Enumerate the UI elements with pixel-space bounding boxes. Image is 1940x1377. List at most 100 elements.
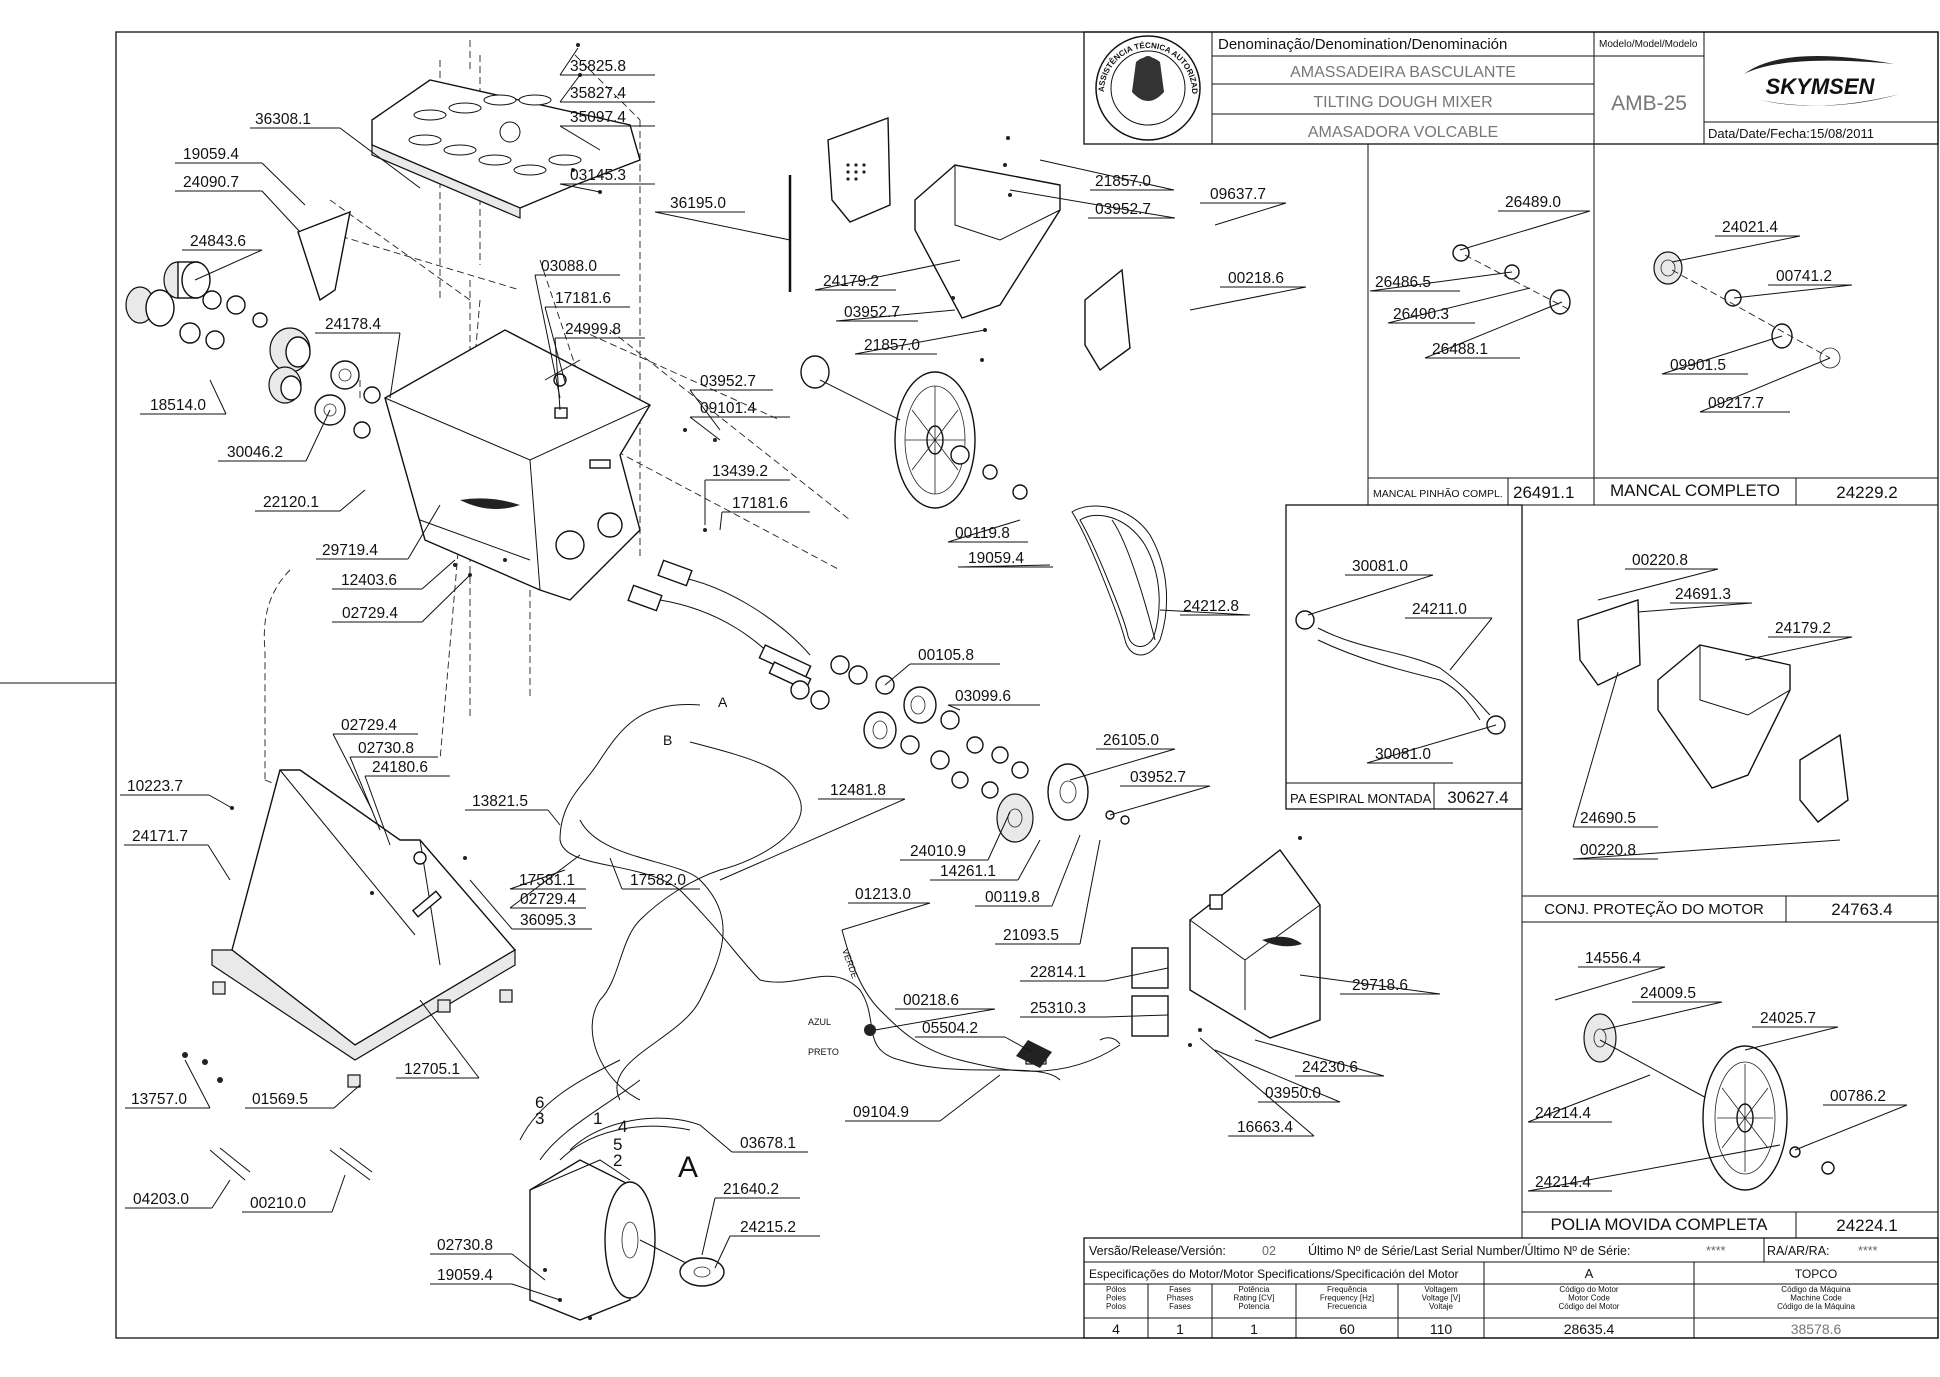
- leader-line: [559, 74, 581, 103]
- motor-code-label: Motor Code: [1568, 1294, 1610, 1303]
- wire-number: 5: [613, 1135, 622, 1154]
- part-number-label: 01569.5: [252, 1091, 308, 1108]
- part-number-label: 13757.0: [131, 1091, 187, 1108]
- leader-line: [1597, 568, 1719, 601]
- leader-line: [209, 379, 227, 415]
- part-number-label: 24178.4: [325, 316, 381, 333]
- part-number-label: 24999.8: [565, 321, 621, 338]
- part-number-label: 05504.2: [922, 1020, 978, 1037]
- part-number-label: 03145.3: [570, 167, 626, 184]
- part-number-label: 10223.7: [127, 778, 183, 795]
- part-number-label: 24090.7: [183, 174, 239, 191]
- part-number-label: 09901.5: [1670, 357, 1726, 374]
- part-number-label: 24214.4: [1535, 1105, 1591, 1122]
- detail-driven-pulley: [1583, 1013, 1835, 1191]
- leader-line: [559, 47, 579, 76]
- model-header: Modelo/Model/Modelo: [1599, 39, 1698, 50]
- part-number-label: 00218.6: [903, 992, 959, 1009]
- part-number-label: 09101.4: [700, 400, 756, 417]
- detail-spiral-arm: [1295, 610, 1506, 735]
- wire-number: 4: [618, 1117, 627, 1136]
- fasteners: [230, 43, 1302, 1320]
- part-number-label: 29718.6: [1352, 977, 1408, 994]
- leader-line: [1039, 159, 1175, 191]
- part-number-label: 22120.1: [263, 494, 319, 511]
- wire-label-verde: VERDE: [840, 947, 860, 980]
- spec-column-label: Voltagem: [1424, 1285, 1458, 1294]
- part-number-label: 17582.0: [630, 872, 686, 889]
- leader-line: [1366, 724, 1497, 764]
- spec-column-label: Potência: [1238, 1285, 1270, 1294]
- part-number-label: 30046.2: [227, 444, 283, 461]
- wire-label-azul: AZUL: [808, 1017, 831, 1027]
- part-number-label: 12481.8: [830, 782, 886, 799]
- leader-line: [957, 564, 1051, 568]
- part-number-label: 17181.6: [555, 290, 611, 307]
- machine-code-column-header: TOPCO: [1795, 1267, 1837, 1281]
- leader-line: [1199, 1037, 1315, 1137]
- part-number-label: 02729.4: [520, 891, 576, 908]
- part-number-label: 19059.4: [968, 550, 1024, 567]
- part-number-label: 03678.1: [740, 1135, 796, 1152]
- seal-text: ASSISTÊNCIA TÉCNICA AUTORIZADA: [0, 0, 1199, 94]
- leader-line: [1109, 785, 1211, 816]
- leader-line: [714, 1235, 731, 1269]
- subassembly-code: 24224.1: [1836, 1216, 1897, 1235]
- leader-line: [1159, 609, 1251, 616]
- subassembly-code: 26491.1: [1513, 483, 1574, 502]
- leader-line: [609, 857, 623, 890]
- leader-line: [1733, 284, 1853, 299]
- leader-line: [835, 309, 956, 322]
- leader-line: [1004, 1036, 1033, 1053]
- part-number-label: 26488.1: [1432, 341, 1488, 358]
- leader-line: [547, 809, 561, 826]
- leader-line: [534, 274, 561, 399]
- leader-line: [184, 1059, 211, 1109]
- leader-line: [331, 1174, 346, 1213]
- leader-line: [699, 1124, 733, 1153]
- part-number-label: 35827.4: [570, 85, 626, 102]
- wire-number: 1: [593, 1109, 602, 1128]
- part-number-label: 35825.8: [570, 58, 626, 75]
- part-number-label: 02730.8: [358, 740, 414, 757]
- leader-line: [1069, 748, 1176, 781]
- part-number-label: 02729.4: [342, 605, 398, 622]
- leader-line: [987, 811, 1011, 861]
- wire-label-b: B: [663, 732, 672, 748]
- ra-value: ****: [1858, 1244, 1878, 1258]
- part-number-label: 24009.5: [1640, 985, 1696, 1002]
- part-number-label: 26489.0: [1505, 194, 1561, 211]
- leader-line: [1369, 271, 1513, 292]
- spec-column-label: Fases: [1169, 1302, 1191, 1311]
- spec-column-label: Rating [CV]: [1234, 1294, 1275, 1303]
- part-number-label: 24691.3: [1675, 586, 1731, 603]
- part-number-label: 13439.2: [712, 463, 768, 480]
- leader-line: [339, 127, 421, 189]
- part-number-label: 00220.8: [1632, 552, 1688, 569]
- part-number-label: 26490.3: [1393, 306, 1449, 323]
- part-number-label: 18514.0: [150, 397, 206, 414]
- part-number-label: 21093.5: [1003, 927, 1059, 944]
- part-number-label: 09104.9: [853, 1104, 909, 1121]
- part-number-label: 36195.0: [670, 195, 726, 212]
- version-label: Versão/Release/Versión:: [1089, 1244, 1226, 1258]
- leader-line: [1572, 671, 1619, 828]
- spec-value: 60: [1339, 1321, 1355, 1337]
- date-label: Data/Date/Fecha:15/08/2011: [1708, 126, 1874, 141]
- part-number-label: 00786.2: [1830, 1088, 1886, 1105]
- leader-line: [389, 332, 401, 399]
- leader-line: [689, 389, 721, 431]
- part-number-label: 03952.7: [1130, 769, 1186, 786]
- drawing-frame: [115, 31, 1939, 1339]
- part-number-label: 26105.0: [1103, 732, 1159, 749]
- part-number-label: 19059.4: [437, 1267, 493, 1284]
- brand-logo: SKYMSEN: [1744, 56, 1900, 106]
- leader-line: [854, 329, 986, 355]
- leader-line: [1051, 834, 1081, 907]
- leader-line: [1527, 1074, 1651, 1123]
- part-number-label: 24021.4: [1722, 219, 1778, 236]
- leader-line: [1104, 967, 1169, 982]
- drive-belt: [1071, 505, 1167, 656]
- leader-line: [559, 183, 601, 193]
